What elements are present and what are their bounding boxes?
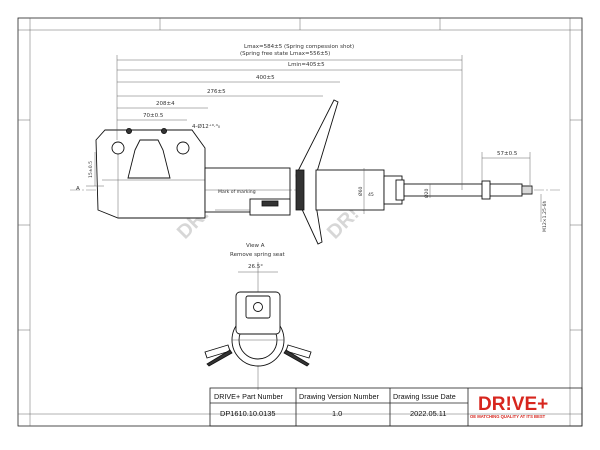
- logo-wordmark: DR!VE+: [478, 394, 548, 415]
- dimension-lines: [86, 55, 542, 222]
- dimension-texts: Lmax=584±5 (Spring compession shot) (Spr…: [76, 44, 548, 232]
- header-version: Drawing Version Number: [299, 392, 380, 401]
- logo-tagline: OE MATCHING QUALITY AT ITS BEST: [470, 414, 546, 419]
- dim-60: Ø60: [357, 186, 364, 196]
- sheet-border: [17, 17, 583, 427]
- view-a-label: View A: [246, 243, 265, 249]
- dim-left: 15±0.5: [88, 161, 94, 178]
- dim-45: 45: [368, 192, 374, 198]
- value-part-number: DP1610.10.0135: [220, 409, 275, 418]
- header-issue-date: Drawing Issue Date: [393, 392, 456, 401]
- strut-side-view: [95, 99, 533, 245]
- dim-spring-free: (Spring free state Lmax=556±5): [240, 51, 330, 57]
- view-a-angle: 26.5°: [248, 264, 263, 270]
- value-version: 1.0: [332, 409, 342, 418]
- dim-holes: 4-Ø12⁺⁰·⁴₀: [192, 123, 221, 130]
- dim-70: 70±0.5: [143, 113, 164, 119]
- brand-logo: DR!VE+ OE MATCHING QUALITY AT ITS BEST: [470, 394, 548, 419]
- title-block: DRIVE+ Part Number Drawing Version Numbe…: [209, 387, 583, 427]
- dim-lmin: Lmin=405±5: [288, 62, 325, 68]
- section-a-label: A: [76, 186, 80, 192]
- dim-276: 276±5: [207, 89, 226, 95]
- dim-thread: M12×1.25-6h: [542, 201, 548, 232]
- dim-400: 400±5: [256, 75, 275, 81]
- view-a-note: Remove spring seat: [230, 252, 286, 258]
- dim-208: 208±4: [156, 101, 175, 107]
- value-issue-date: 2022.05.11: [410, 409, 446, 418]
- view-a: View A Remove spring seat 26.5°: [204, 243, 312, 390]
- dim-57: 57±0.5: [497, 151, 518, 157]
- dim-20: Ø20: [423, 188, 430, 198]
- dim-lmax: Lmax=584±5 (Spring compession shot): [244, 44, 354, 50]
- header-part-number: DRIVE+ Part Number: [214, 392, 284, 401]
- marking-note: Mark of marking: [218, 189, 256, 195]
